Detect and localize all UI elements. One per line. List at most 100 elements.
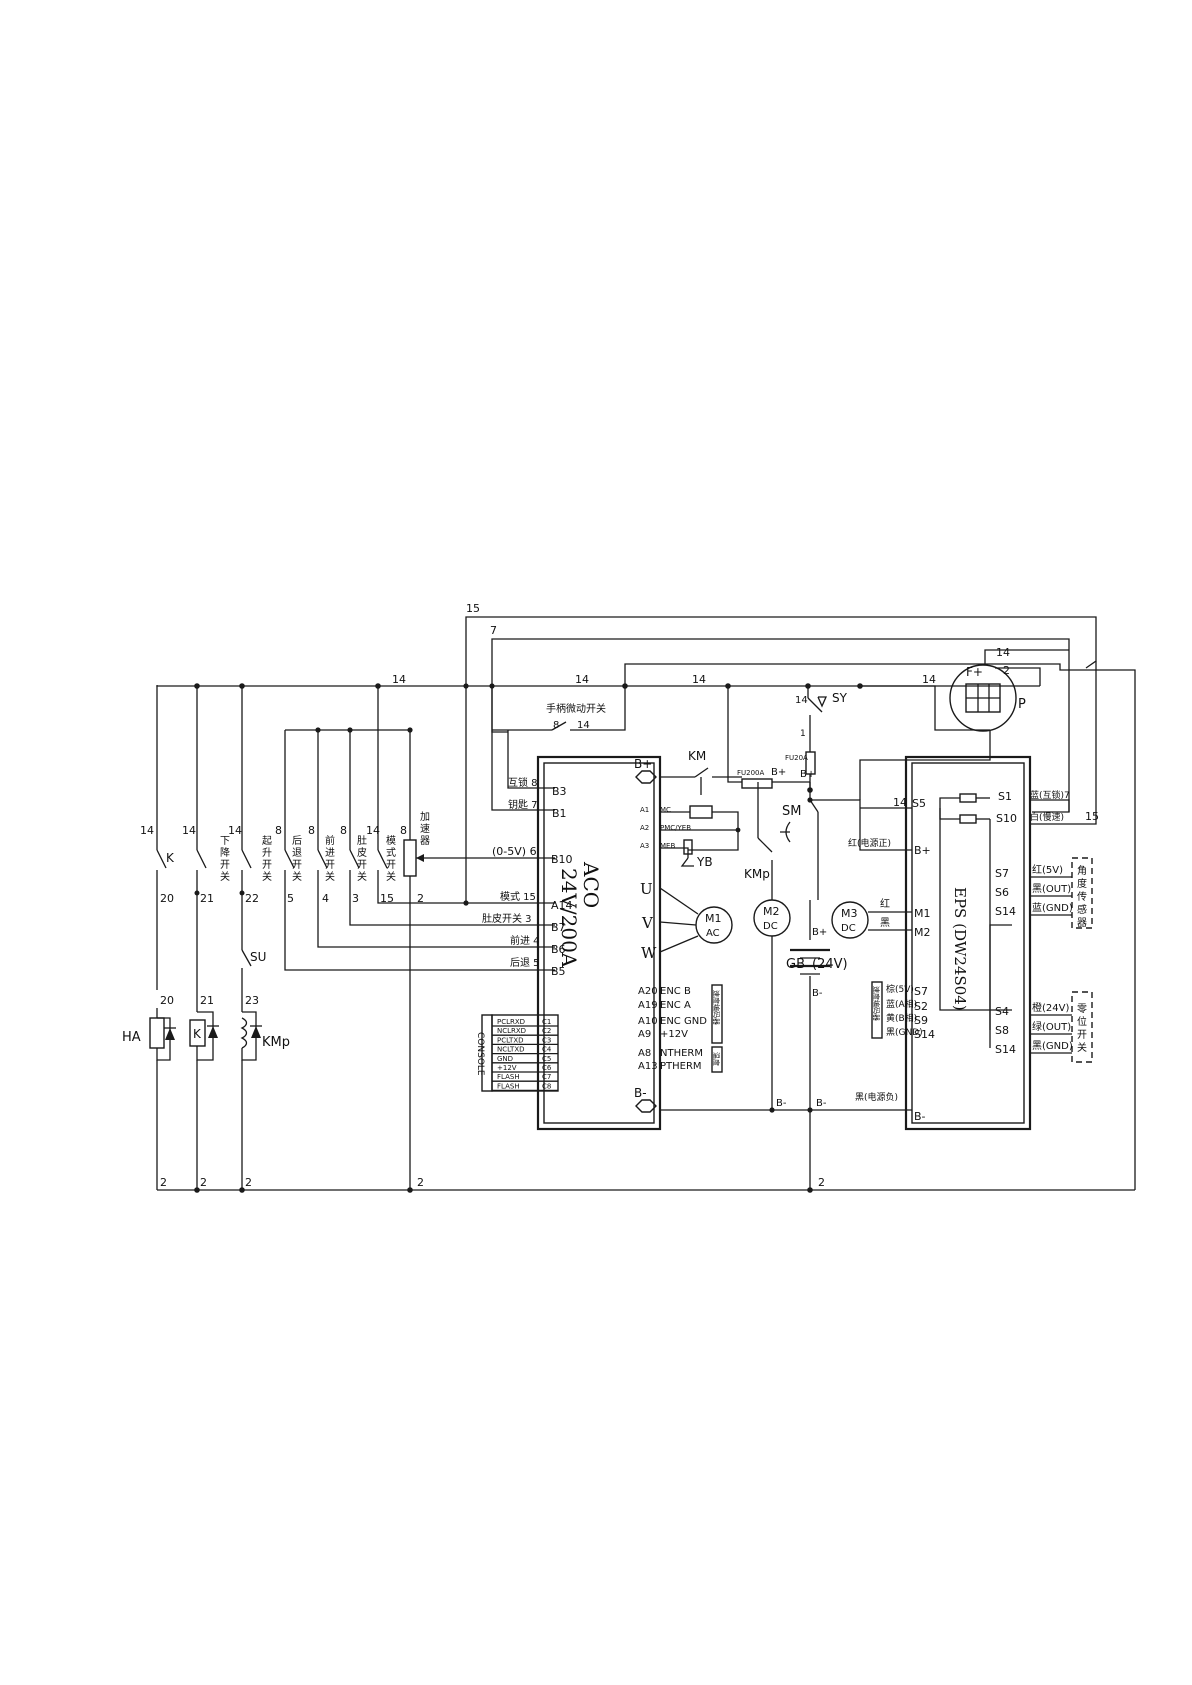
ha-label: HA xyxy=(122,1030,141,1045)
svg-text:传: 传 xyxy=(1077,891,1087,903)
console-pin: C2 xyxy=(542,1027,551,1035)
svg-text:MEB: MEB xyxy=(660,842,675,850)
svg-text:B5: B5 xyxy=(551,965,566,978)
wire-2-e: 2 xyxy=(818,1176,825,1189)
svg-text:A10: A10 xyxy=(638,1016,658,1027)
svg-text:开: 开 xyxy=(1077,1030,1087,1041)
aco-controller: ACO 24V/200A B+ B- U V W B3 互锁 8 B1 钥匙 7… xyxy=(482,749,741,1131)
therm-box-label: 温度 xyxy=(712,1052,721,1066)
svg-text:加: 加 xyxy=(420,811,430,823)
rev-switch-label: 后 退 开 关 xyxy=(292,835,302,883)
eps-angle-label: 黑(OUT) xyxy=(1032,883,1071,895)
eps-speed-label: 黑(GND) xyxy=(886,1027,923,1038)
svg-text:开: 开 xyxy=(262,860,272,871)
k-switch-label: K xyxy=(166,851,175,865)
pump-fplus: F+ xyxy=(966,665,983,679)
svg-text:A2: A2 xyxy=(640,824,649,832)
controller-model: ACO xyxy=(579,861,603,908)
svg-text:14: 14 xyxy=(795,695,808,706)
svg-text:皮: 皮 xyxy=(357,846,367,859)
svg-text:B7: B7 xyxy=(551,921,566,934)
svg-text:器: 器 xyxy=(1077,917,1087,929)
wire-7-label: 7 xyxy=(490,624,497,637)
console-signal: PCLTXD xyxy=(497,1036,524,1044)
svg-text:8: 8 xyxy=(400,824,407,837)
svg-text:关: 关 xyxy=(262,870,272,883)
svg-text:22: 22 xyxy=(245,892,259,905)
svg-text:关: 关 xyxy=(1077,1041,1087,1054)
m1-type: AC xyxy=(706,928,720,939)
wire-14-label-d: 14 xyxy=(922,673,936,686)
su-label: SU xyxy=(250,950,266,964)
eps-angle-label: 红(5V) xyxy=(1032,863,1063,876)
svg-text:4: 4 xyxy=(322,892,329,905)
yb-label: YB xyxy=(696,855,713,869)
eps-s1-label: 蓝(互锁)7 xyxy=(1030,789,1070,801)
svg-text:ENC B: ENC B xyxy=(660,986,691,997)
svg-text:S1: S1 xyxy=(998,790,1012,803)
up-switch-label: 起 升 开 关 xyxy=(262,835,272,883)
svg-text:2: 2 xyxy=(417,892,424,905)
svg-text:A3: A3 xyxy=(640,842,649,850)
pump-motor: F+ P 14 2 xyxy=(859,646,1069,800)
console-pin: C5 xyxy=(542,1055,551,1063)
wire-14-label-c: 14 xyxy=(692,673,706,686)
phase-u: U xyxy=(640,880,653,898)
svg-text:后退 5: 后退 5 xyxy=(510,957,540,969)
svg-text:关: 关 xyxy=(325,870,335,883)
m1-name: M1 xyxy=(705,912,722,925)
console-pin: C4 xyxy=(542,1046,552,1054)
svg-text:起: 起 xyxy=(262,835,272,847)
eps-red-power-label: 红(电源正) xyxy=(848,837,891,849)
svg-text:15: 15 xyxy=(380,892,394,905)
wire-14-label-b: 14 xyxy=(575,673,589,686)
svg-text:A20: A20 xyxy=(638,986,658,997)
m2-type: DC xyxy=(763,921,778,932)
angle-sensor-label: 角 度 传 感 器 xyxy=(1077,865,1087,929)
svg-text:B-: B- xyxy=(816,1098,827,1109)
svg-text:度: 度 xyxy=(1077,877,1087,890)
svg-text:2: 2 xyxy=(1003,664,1010,677)
svg-text:+12V: +12V xyxy=(660,1029,688,1040)
svg-text:速: 速 xyxy=(420,823,430,835)
svg-text:5: 5 xyxy=(287,892,294,905)
eps-zero-label: 黑(GND) xyxy=(1032,1040,1073,1052)
battery-voltage: (24V) xyxy=(812,957,848,972)
svg-text:B6: B6 xyxy=(551,943,566,956)
svg-text:8: 8 xyxy=(553,720,559,731)
eps-speed-pin: S7 xyxy=(914,985,928,998)
zero-switch-label: 零 位 开 关 xyxy=(1077,1003,1087,1054)
svg-text:零: 零 xyxy=(1077,1003,1087,1015)
k-relay-label: K xyxy=(193,1027,202,1041)
eps-zero-label: 橙(24V) xyxy=(1032,1001,1069,1014)
console-title: CONSOLE xyxy=(475,1032,485,1076)
svg-text:PMC/YEB: PMC/YEB xyxy=(660,824,691,832)
top-buses: 15 7 14 14 14 14 2 2 2 2 2 xyxy=(156,602,1136,1193)
svg-text:3: 3 xyxy=(352,892,359,905)
eps-angle-pin: S7 xyxy=(995,867,1009,880)
accelerator-label: 加 速 器 xyxy=(420,811,430,847)
svg-text:钥匙 7: 钥匙 7 xyxy=(508,798,538,811)
svg-text:关: 关 xyxy=(386,870,396,883)
m3-red: 红 xyxy=(880,897,890,910)
kmp-contact-label: KMp xyxy=(744,867,770,881)
svg-text:开: 开 xyxy=(292,860,302,871)
console-signal: FLASH xyxy=(497,1073,520,1081)
svg-text:升: 升 xyxy=(262,847,272,859)
svg-text:NTHERM: NTHERM xyxy=(660,1048,703,1059)
console-pin: C3 xyxy=(542,1036,551,1044)
m3-type: DC xyxy=(841,923,856,934)
svg-text:开: 开 xyxy=(386,860,396,871)
svg-text:关: 关 xyxy=(220,870,230,883)
svg-text:23: 23 xyxy=(245,994,259,1007)
mode-switch-label: 模 式 开 关 xyxy=(386,835,396,883)
svg-text:MC: MC xyxy=(660,806,671,814)
eps-black-power-label: 黑(电源负) xyxy=(855,1091,898,1103)
left-circuits: 14 K 20 20 HA 14 21 21 下 降 开 关 K xyxy=(122,680,626,1190)
svg-text:1: 1 xyxy=(800,729,806,739)
svg-text:B1: B1 xyxy=(552,807,567,820)
svg-text:8: 8 xyxy=(340,824,347,837)
console-pin: C8 xyxy=(542,1082,551,1090)
m2-name: M2 xyxy=(763,905,780,918)
